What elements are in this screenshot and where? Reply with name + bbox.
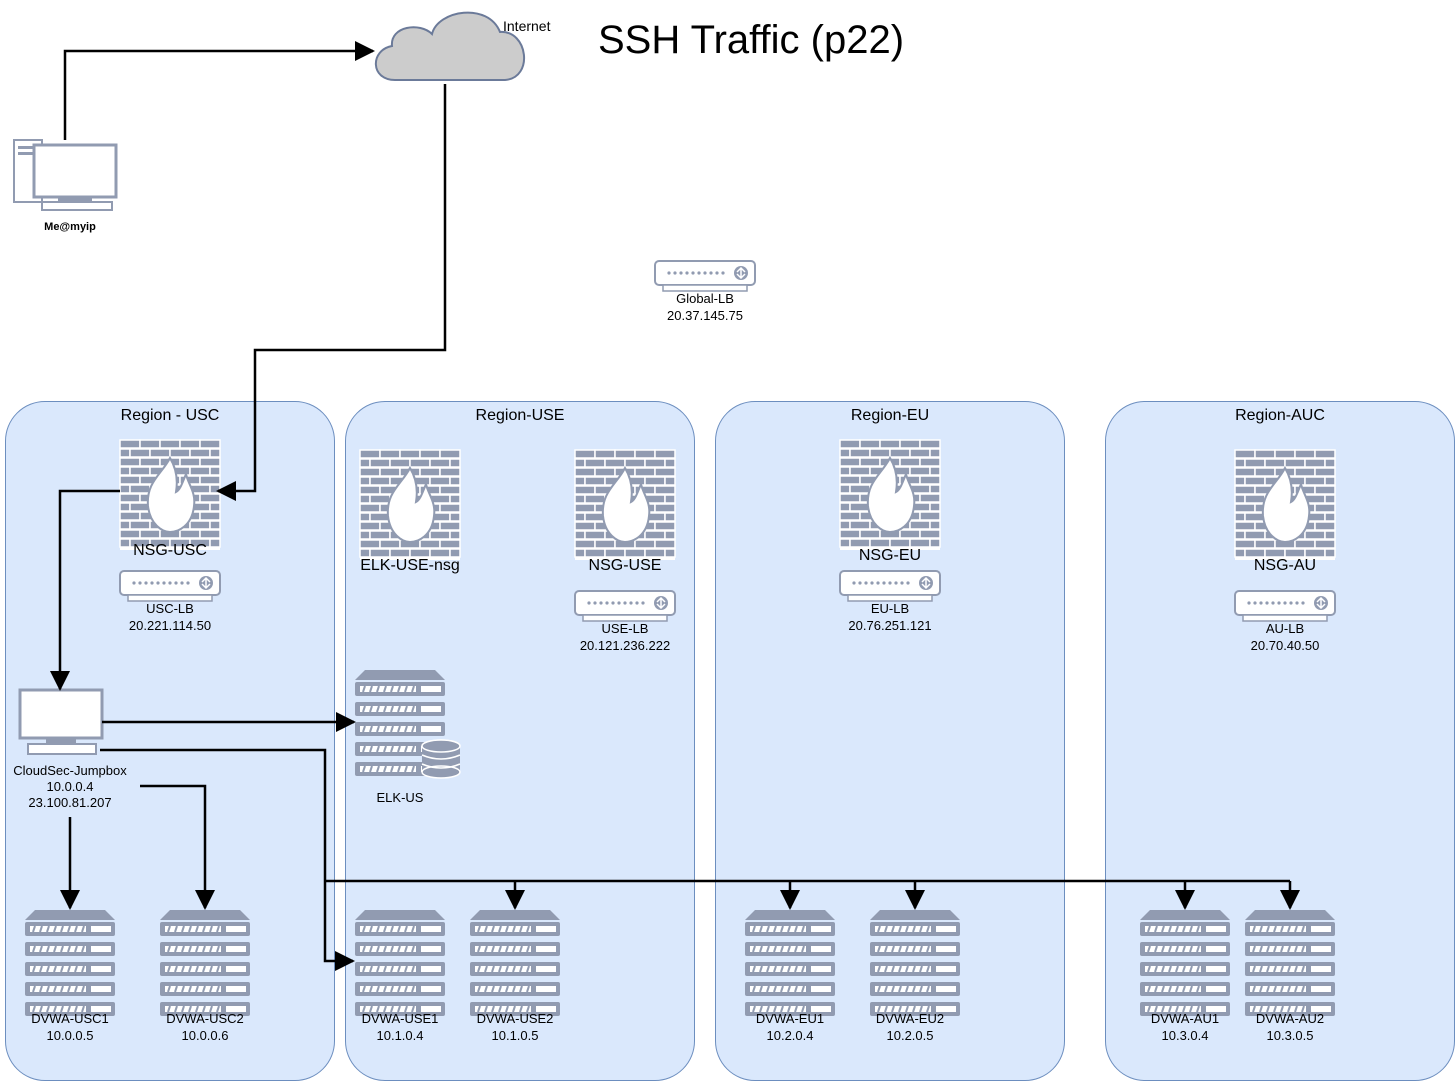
- au-lb-ip: 20.70.40.50: [1250, 638, 1320, 653]
- diagram-title: SSH Traffic (p22): [598, 18, 905, 62]
- global-lb-ip: 20.37.145.75: [667, 308, 743, 323]
- dvwa-au1-icon: [1140, 910, 1230, 1016]
- nsg-eu-label: NSG-EU: [858, 547, 922, 564]
- dvwa-eu2-ip: 10.2.0.5: [886, 1028, 934, 1043]
- dvwa-use2-icon: [470, 910, 560, 1016]
- use-lb-icon: [574, 590, 676, 622]
- nsg-eu-icon: [839, 439, 941, 551]
- region-use-title: Region-USE: [475, 407, 565, 424]
- dvwa-use1-ip: 10.1.0.4: [376, 1028, 424, 1043]
- nsg-usc-label: NSG-USC: [133, 542, 207, 559]
- eu-lb-name: EU-LB: [870, 601, 910, 616]
- dvwa-au1-ip: 10.3.0.4: [1161, 1028, 1209, 1043]
- dvwa-au1-name: DVWA-AU1: [1150, 1011, 1220, 1026]
- internet-label: Internet: [503, 18, 551, 34]
- jumpbox-public-ip: 23.100.81.207: [28, 795, 112, 810]
- jumpbox-icon: [18, 688, 104, 755]
- edge-internet-to-nsg-usc: [216, 84, 447, 501]
- elk-use-nsg-icon: [359, 449, 461, 561]
- elk-server-icon: [355, 670, 461, 779]
- edge-jumpbox-to-dvwa-use1: [100, 748, 355, 971]
- region-usc-title: Region - USC: [120, 407, 220, 424]
- dvwa-au2-name: DVWA-AU2: [1255, 1011, 1325, 1026]
- dvwa-eu1-ip: 10.2.0.4: [766, 1028, 814, 1043]
- dvwa-eu1-name: DVWA-EU1: [755, 1011, 825, 1026]
- internet-cloud-icon: [374, 11, 526, 81]
- nsg-usc-icon: [119, 439, 221, 551]
- dvwa-use2-name: DVWA-USE2: [476, 1011, 554, 1026]
- region-auc-title: Region-AUC: [1235, 407, 1325, 424]
- user-computer-icon: [13, 139, 118, 211]
- dvwa-eu2-icon: [870, 910, 960, 1016]
- nsg-au-icon: [1234, 449, 1336, 561]
- global-lb-name: Global-LB: [676, 291, 734, 306]
- dvwa-usc2-ip: 10.0.0.6: [181, 1028, 229, 1043]
- dvwa-eu1-icon: [745, 910, 835, 1016]
- dvwa-au2-icon: [1245, 910, 1335, 1016]
- me-label: Me@myip: [44, 221, 96, 233]
- dvwa-usc2-name: DVWA-USC2: [166, 1011, 244, 1026]
- dvwa-usc1-ip: 10.0.0.5: [46, 1028, 94, 1043]
- dvwa-usc2-icon: [160, 910, 250, 1016]
- edge-jumpbox-to-dvwa-usc2: [140, 784, 215, 910]
- use-lb-name: USE-LB: [601, 621, 649, 636]
- global-lb-icon: [654, 260, 756, 292]
- region-eu-title: Region-EU: [850, 407, 930, 424]
- use-lb-ip: 20.121.236.222: [579, 638, 671, 653]
- jumpbox-name: CloudSec-Jumpbox: [13, 763, 127, 778]
- edge-me-to-internet: [63, 41, 375, 140]
- usc-lb-icon: [119, 570, 221, 602]
- dvwa-use2-ip: 10.1.0.5: [491, 1028, 539, 1043]
- au-lb-icon: [1234, 590, 1336, 622]
- dvwa-au2-ip: 10.3.0.5: [1266, 1028, 1314, 1043]
- eu-lb-icon: [839, 570, 941, 602]
- dvwa-use1-icon: [355, 910, 445, 1016]
- nsg-use-icon: [574, 449, 676, 561]
- elk-label: ELK-US: [376, 790, 424, 805]
- elk-use-nsg-label: ELK-USE-nsg: [360, 557, 460, 574]
- usc-lb-ip: 20.221.114.50: [128, 618, 212, 633]
- dvwa-usc1-icon: [25, 910, 115, 1016]
- dvwa-eu2-name: DVWA-EU2: [875, 1011, 945, 1026]
- dvwa-use1-name: DVWA-USE1: [361, 1011, 439, 1026]
- eu-lb-ip: 20.76.251.121: [848, 618, 932, 633]
- nsg-au-label: NSG-AU: [1253, 557, 1317, 574]
- nsg-use-label: NSG-USE: [588, 557, 662, 574]
- usc-lb-name: USC-LB: [146, 601, 194, 616]
- edge-nsg-usc-to-jumpbox: [50, 489, 120, 691]
- au-lb-name: AU-LB: [1265, 621, 1305, 636]
- dvwa-usc1-name: DVWA-USC1: [31, 1011, 109, 1026]
- jumpbox-private-ip: 10.0.0.4: [46, 779, 94, 794]
